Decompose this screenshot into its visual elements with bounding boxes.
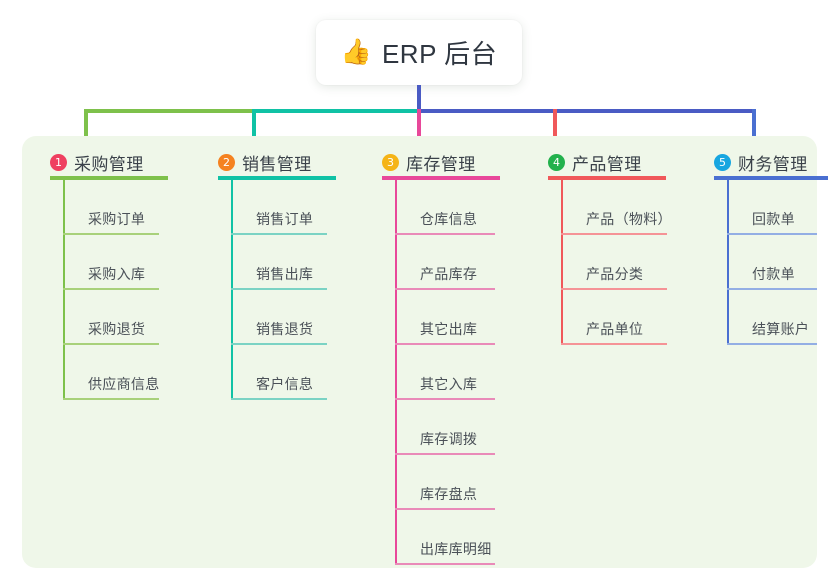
branch-header-rule bbox=[382, 176, 500, 180]
branch-leaf[interactable]: 结算账户 bbox=[727, 313, 817, 345]
branch-leaf-rule bbox=[395, 563, 495, 565]
branch-leaf-label: 付款单 bbox=[752, 266, 795, 282]
branch-title: 产品管理 bbox=[572, 155, 642, 174]
branch-leaf-rule bbox=[231, 398, 327, 400]
drop-col-1 bbox=[84, 109, 88, 136]
branch-leaf-rule bbox=[727, 343, 817, 345]
branch-leaf-label: 采购入库 bbox=[88, 266, 146, 282]
branch-leaf[interactable]: 库存调拨 bbox=[395, 423, 495, 455]
branch-leaf-rule bbox=[231, 288, 327, 290]
branch-header-2[interactable]: 2 销售管理 bbox=[218, 150, 312, 175]
branch-leaf[interactable]: 销售订单 bbox=[231, 203, 327, 235]
branch-header-rule bbox=[50, 176, 168, 180]
branch-leaf[interactable]: 供应商信息 bbox=[63, 368, 159, 400]
bus-segment-green bbox=[84, 109, 254, 113]
drop-col-3 bbox=[417, 109, 421, 136]
drop-col-4 bbox=[553, 109, 557, 136]
branch-leaf-label: 仓库信息 bbox=[420, 211, 478, 227]
branch-header-1[interactable]: 1 采购管理 bbox=[50, 150, 144, 175]
branch-leaf[interactable]: 出库库明细 bbox=[395, 533, 495, 565]
branch-leaf-label: 产品（物料） bbox=[586, 211, 672, 227]
branch-leaf-label: 库存调拨 bbox=[420, 431, 478, 447]
branch-leaf[interactable]: 采购退货 bbox=[63, 313, 159, 345]
branch-number-badge: 2 bbox=[218, 154, 235, 171]
branch-leaf[interactable]: 付款单 bbox=[727, 258, 817, 290]
branch-leaf-rule bbox=[63, 233, 159, 235]
branch-leaf-label: 回款单 bbox=[752, 211, 795, 227]
branch-leaf[interactable]: 库存盘点 bbox=[395, 478, 495, 510]
branches-panel: 1 采购管理采购订单采购入库采购退货供应商信息 2 销售管理销售订单销售出库销售退货客… bbox=[22, 136, 828, 568]
branch-spine bbox=[727, 177, 729, 345]
bus-segment-teal bbox=[252, 109, 419, 113]
branch-leaf[interactable]: 回款单 bbox=[727, 203, 817, 235]
branch-leaf-label: 销售订单 bbox=[256, 211, 314, 227]
branch-leaf-label: 出库库明细 bbox=[420, 541, 492, 557]
branch-leaf-rule bbox=[561, 233, 667, 235]
branch-leaf-label: 产品分类 bbox=[586, 266, 644, 282]
root-title: ERP 后台 bbox=[381, 39, 498, 69]
branch-header-rule bbox=[218, 176, 336, 180]
branch-header-rule bbox=[714, 176, 828, 180]
branch-leaf-label: 产品库存 bbox=[420, 266, 478, 282]
branch-leaf-rule bbox=[395, 233, 495, 235]
branch-header-4[interactable]: 4 产品管理 bbox=[548, 150, 642, 175]
branch-leaf[interactable]: 销售退货 bbox=[231, 313, 327, 345]
branch-leaf-rule bbox=[395, 288, 495, 290]
branch-leaf-label: 采购订单 bbox=[88, 211, 146, 227]
branch-leaf[interactable]: 产品（物料） bbox=[561, 203, 672, 235]
branch-spine bbox=[395, 177, 397, 565]
branch-leaf-rule bbox=[561, 288, 667, 290]
branch-leaf-label: 供应商信息 bbox=[88, 376, 160, 392]
branch-leaf-rule bbox=[561, 343, 667, 345]
branch-leaf[interactable]: 产品分类 bbox=[561, 258, 667, 290]
branch-leaf-label: 客户信息 bbox=[256, 376, 314, 392]
bus-segment-blue bbox=[417, 109, 754, 113]
branch-leaf-rule bbox=[727, 288, 817, 290]
drop-col-2 bbox=[252, 109, 256, 136]
branch-leaf[interactable]: 采购入库 bbox=[63, 258, 159, 290]
branch-number-badge: 3 bbox=[382, 154, 399, 171]
branch-number-badge: 1 bbox=[50, 154, 67, 171]
branch-leaf-rule bbox=[63, 398, 159, 400]
branch-leaf-rule bbox=[395, 398, 495, 400]
branch-leaf[interactable]: 其它入库 bbox=[395, 368, 495, 400]
branch-leaf[interactable]: 采购订单 bbox=[63, 203, 159, 235]
branch-leaf-label: 产品单位 bbox=[586, 321, 644, 337]
branch-leaf-label: 销售出库 bbox=[256, 266, 314, 282]
branch-leaf-rule bbox=[727, 233, 817, 235]
branch-leaf-label: 销售退货 bbox=[256, 321, 314, 337]
branch-leaf-rule bbox=[231, 343, 327, 345]
root-stem-connector bbox=[417, 85, 421, 111]
branch-leaf-rule bbox=[395, 343, 495, 345]
branch-leaf[interactable]: 客户信息 bbox=[231, 368, 327, 400]
branch-leaf-label: 其它出库 bbox=[420, 321, 478, 337]
branch-leaf-label: 其它入库 bbox=[420, 376, 478, 392]
branch-leaf-label: 库存盘点 bbox=[420, 486, 478, 502]
branch-leaf-rule bbox=[395, 453, 495, 455]
branch-leaf[interactable]: 产品单位 bbox=[561, 313, 667, 345]
branch-leaf[interactable]: 其它出库 bbox=[395, 313, 495, 345]
branch-number-badge: 4 bbox=[548, 154, 565, 171]
branch-leaf[interactable]: 仓库信息 bbox=[395, 203, 495, 235]
branch-title: 库存管理 bbox=[406, 155, 476, 174]
branch-title: 采购管理 bbox=[74, 155, 144, 174]
branch-leaf[interactable]: 销售出库 bbox=[231, 258, 327, 290]
branch-title: 销售管理 bbox=[242, 155, 312, 174]
branch-header-rule bbox=[548, 176, 666, 180]
branch-leaf-rule bbox=[231, 233, 327, 235]
branch-leaf-rule bbox=[63, 343, 159, 345]
branch-leaf-label: 采购退货 bbox=[88, 321, 146, 337]
thumbs-up-icon: 👍 bbox=[340, 38, 372, 66]
branch-header-5[interactable]: 5 财务管理 bbox=[714, 150, 808, 175]
branch-spine bbox=[561, 177, 563, 345]
branch-leaf[interactable]: 产品库存 bbox=[395, 258, 495, 290]
branch-leaf-label: 结算账户 bbox=[752, 321, 810, 337]
branch-number-badge: 5 bbox=[714, 154, 731, 171]
branch-header-3[interactable]: 3 库存管理 bbox=[382, 150, 476, 175]
branch-leaf-rule bbox=[63, 288, 159, 290]
branch-leaf-rule bbox=[395, 508, 495, 510]
root-node[interactable]: 👍 ERP 后台 bbox=[316, 20, 522, 85]
drop-col-5 bbox=[752, 109, 756, 136]
branch-title: 财务管理 bbox=[738, 155, 808, 174]
